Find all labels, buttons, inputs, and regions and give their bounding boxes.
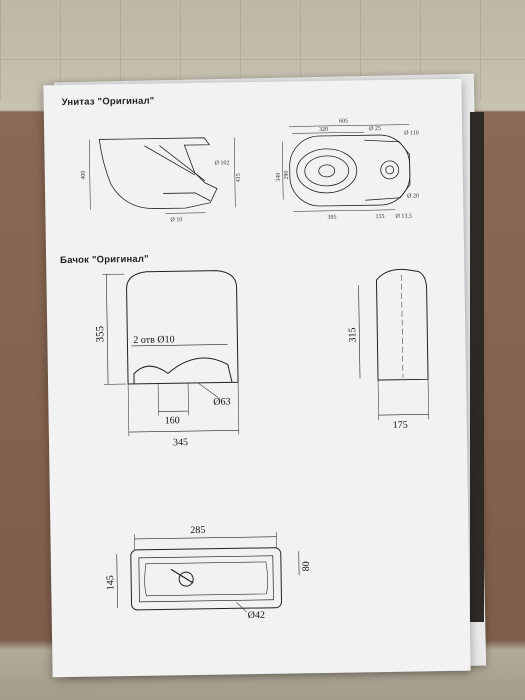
dim-tank-345: 345 [173, 437, 188, 448]
tank-top-view [116, 531, 300, 613]
toilet-side-view [88, 137, 236, 214]
dim-top-340: 340 [276, 173, 282, 182]
dim-tank-top-d42: Ø42 [248, 610, 265, 621]
dim-side-415: 415 [236, 173, 242, 182]
dim-top-320: 320 [319, 127, 328, 133]
dim-top-395: 395 [327, 215, 336, 221]
drawing-sheet: Унитаз "Оригинал" Бачок "Оригинал" [43, 78, 471, 678]
toilet-top-view [282, 124, 411, 212]
technical-drawing: 400 Ø 102 415 Ø 10 605 320 Ø 25 Ø 110 34… [81, 119, 429, 621]
dim-top-d25: Ø 25 [369, 126, 381, 132]
tank-side-view [358, 268, 429, 421]
tank-front-view [102, 270, 240, 437]
dim-tank-side-height: 315 [347, 327, 358, 342]
dim-top-d20: Ø 20 [407, 193, 419, 199]
dim-top-d110: Ø 110 [404, 130, 419, 136]
dim-top-290: 290 [284, 170, 290, 179]
dim-tank-top-285: 285 [190, 525, 205, 536]
dim-top-155: 155 [375, 214, 384, 220]
dark-edge [470, 112, 484, 622]
dim-side-height: 400 [81, 171, 87, 180]
dim-side-d102: Ø 102 [215, 160, 230, 166]
dim-tank-holes: 2 отв Ø10 [133, 334, 174, 346]
dim-tank-160: 160 [165, 415, 180, 426]
dim-top-605: 605 [339, 119, 348, 125]
dim-tank-top-145: 145 [105, 575, 116, 590]
dim-side-d10: Ø 10 [170, 217, 182, 223]
dim-top-d135: Ø 13,5 [395, 214, 411, 220]
dim-tank-top-80: 80 [301, 561, 312, 571]
dim-tank-side-width: 175 [393, 420, 408, 431]
dim-tank-d63: Ø63 [213, 396, 230, 407]
dim-tank-height: 355 [94, 325, 106, 342]
